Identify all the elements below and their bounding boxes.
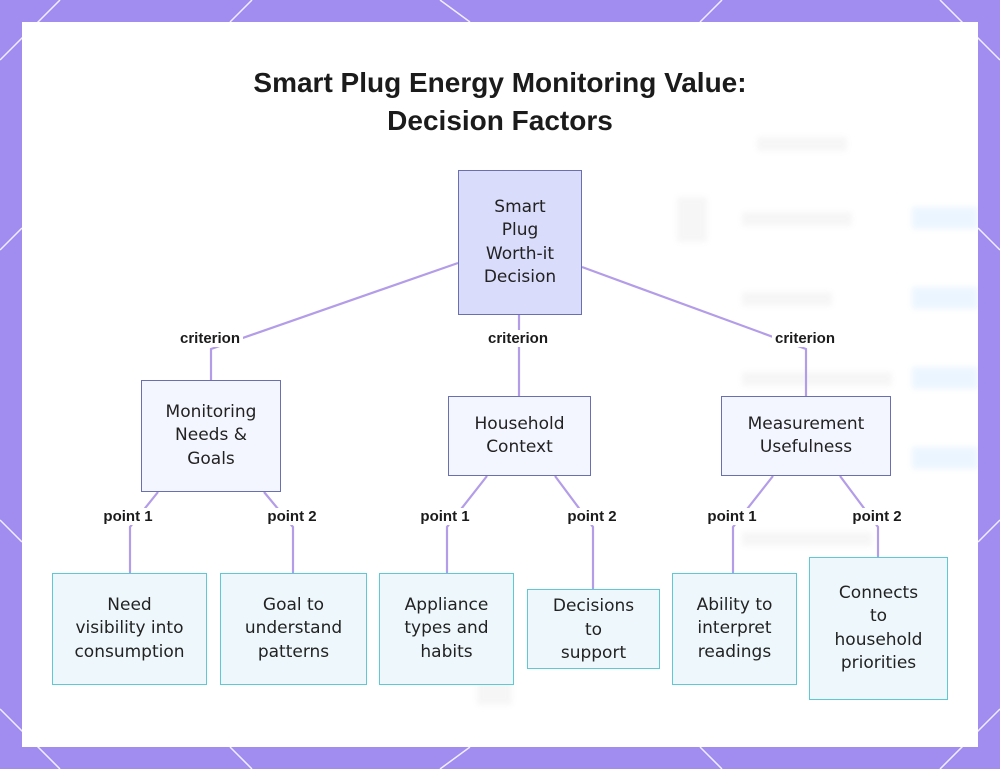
background-blur-shape xyxy=(742,532,872,546)
edge-label-point-2: point 2 xyxy=(564,508,620,525)
leaf-node-decisions-support: Decisions to support xyxy=(527,589,660,669)
root-node-label: Smart Plug Worth-it Decision xyxy=(483,196,557,288)
leaf-node-label: Connects to household priorities xyxy=(834,582,923,674)
title-line-1: Smart Plug Energy Monitoring Value: xyxy=(253,67,747,98)
leaf-node-household-priorities: Connects to household priorities xyxy=(809,557,948,700)
leaf-node-appliance-types: Appliance types and habits xyxy=(379,573,514,685)
branch-node-monitoring-needs: Monitoring Needs & Goals xyxy=(141,380,281,492)
edge-branch-3-leaf-1 xyxy=(731,475,774,573)
root-node: Smart Plug Worth-it Decision xyxy=(458,170,582,315)
background-blur-shape xyxy=(757,137,847,151)
background-blur-bar xyxy=(912,207,978,229)
edge-root-to-branch-3 xyxy=(581,265,808,396)
edge-label-criterion: criterion xyxy=(176,330,244,347)
leaf-node-label: Goal to understand patterns xyxy=(244,594,343,662)
branch-node-measurement-usefulness: Measurement Usefulness xyxy=(721,396,891,476)
edge-root-to-branch-1 xyxy=(209,261,459,380)
edge-label-point-2: point 2 xyxy=(264,508,320,525)
edge-label-point-1: point 1 xyxy=(704,508,760,525)
leaf-node-need-visibility: Need visibility into consumption xyxy=(52,573,207,685)
background-blur-bar xyxy=(912,287,978,309)
leaf-node-goal-patterns: Goal to understand patterns xyxy=(220,573,367,685)
edge-branch-2-leaf-2 xyxy=(554,475,595,589)
edge-label-point-1: point 1 xyxy=(417,508,473,525)
background-blur-bar xyxy=(912,447,978,469)
leaf-node-label: Decisions to support xyxy=(552,596,635,663)
title-line-2: Decision Factors xyxy=(387,105,613,136)
edge-branch-3-leaf-2 xyxy=(839,475,880,557)
edge-branch-1-leaf-1 xyxy=(128,491,159,573)
edge-branch-2-leaf-1 xyxy=(445,475,488,573)
background-blur-bar xyxy=(912,367,978,389)
diagram-title: Smart Plug Energy Monitoring Value: Deci… xyxy=(0,64,1000,140)
background-blur-shape xyxy=(677,197,707,242)
branch-node-label: Household Context xyxy=(474,413,565,458)
leaf-node-label: Appliance types and habits xyxy=(404,594,489,662)
edge-label-point-2: point 2 xyxy=(849,508,905,525)
leaf-node-interpret-readings: Ability to interpret readings xyxy=(672,573,797,685)
branch-node-household-context: Household Context xyxy=(448,396,591,476)
edge-label-criterion: criterion xyxy=(771,330,839,347)
edge-branch-1-leaf-2 xyxy=(263,491,295,573)
leaf-node-label: Need visibility into consumption xyxy=(74,594,185,662)
leaf-node-label: Ability to interpret readings xyxy=(696,594,773,662)
edge-label-criterion: criterion xyxy=(484,330,552,347)
branch-node-label: Monitoring Needs & Goals xyxy=(165,401,257,469)
edge-label-point-1: point 1 xyxy=(100,508,156,525)
branch-node-label: Measurement Usefulness xyxy=(747,413,865,458)
background-blur-shape xyxy=(742,212,852,226)
background-blur-shape xyxy=(742,372,892,386)
background-blur-shape xyxy=(742,292,832,306)
